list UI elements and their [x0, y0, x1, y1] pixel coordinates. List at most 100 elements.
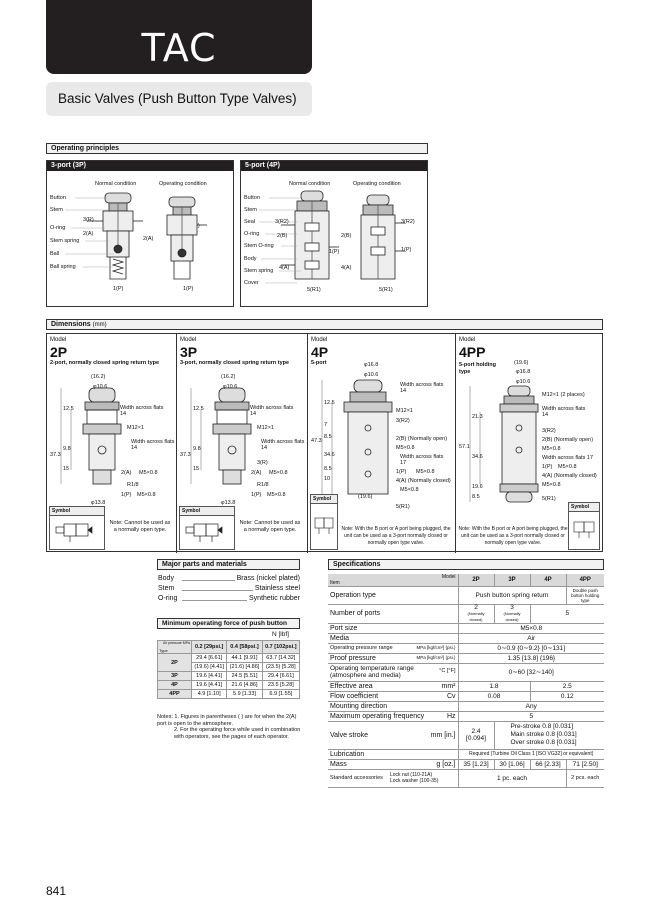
- spec-value: Required (Turbine Oil Class 1 [ISO VG32]…: [457, 749, 604, 760]
- force-header: Minimum operating force of push button: [157, 618, 300, 629]
- port3-label: Ball spring: [50, 264, 76, 270]
- dim-label: 3(R): [257, 460, 268, 466]
- dim-label: Width across flats 17: [400, 454, 444, 466]
- spec-model: 2P: [457, 574, 494, 587]
- dim-label: 9.8: [193, 446, 201, 452]
- dim-label: 3(R2): [396, 418, 410, 424]
- spec-value: 0∼0.9 {0∼9.2} [0∼131]: [457, 643, 604, 654]
- dim-label: (19.6): [358, 494, 373, 500]
- valve-symbol-icon: [185, 523, 223, 542]
- symbol-box-4p: Symbol: [310, 494, 338, 550]
- port3-panel: 3-port (3P) Normal condition Operating c…: [46, 160, 234, 307]
- dim-panel-4pp: Model 4PP 5-port holding type (19.6) φ16…: [456, 334, 602, 553]
- force-value: (23.5) [5.28]: [261, 662, 301, 672]
- force-value: (19.6) [4.41]: [190, 662, 228, 672]
- spec-label: Media: [328, 633, 458, 644]
- dim-drawing-3p: [190, 387, 252, 485]
- dim-label: 37.3: [50, 452, 61, 458]
- page-title: TAC: [141, 26, 217, 70]
- dim-label: φ10.6: [223, 384, 238, 390]
- dim-label: 2(A): [251, 470, 262, 476]
- part-material: Stainless steel: [254, 585, 300, 592]
- valve-symbol-icon: [573, 521, 595, 538]
- spec-label: Standard accessoriesLock nut (110-21A)Lo…: [328, 769, 458, 788]
- dim-label: 10: [324, 476, 331, 482]
- port3-port: 2(A): [143, 236, 154, 242]
- page-subtitle: Basic Valves (Push Button Type Valves): [58, 91, 297, 106]
- model-name: 4PP: [459, 344, 486, 360]
- port3-label: O-ring: [50, 225, 66, 231]
- force-value: 19.6 [4.41]: [190, 671, 228, 681]
- force-pressure: 0.4 [58psi.]: [226, 640, 263, 654]
- dim-label: 34.6: [324, 452, 335, 458]
- spec-value: 2(Normally closed): [457, 604, 494, 624]
- port5-label: Cover: [244, 280, 259, 286]
- force-unit: N [lbf]: [272, 631, 289, 638]
- port3-label: Ball: [50, 251, 60, 257]
- force-notes: Notes: 1. Figures in parentheses ( ) are…: [157, 714, 307, 740]
- spec-value: 5: [457, 711, 604, 722]
- force-type: 4P: [157, 680, 192, 690]
- port5-label: Stem O-ring: [244, 243, 274, 249]
- spec-value: Pre-stroke 0.8 [0.031]Main stroke 0.8 [0…: [493, 721, 604, 750]
- force-value: 63.7 [14.32]: [261, 653, 301, 663]
- dim-label: M5×0.8: [542, 482, 561, 488]
- dim-note: Note: With the B port or A port being pl…: [341, 526, 451, 546]
- port5-port: 4(A): [341, 265, 352, 271]
- dim-drawing-2p: [60, 387, 122, 485]
- valve-symbol-icon: [314, 517, 334, 534]
- symbol-label: Symbol: [569, 503, 599, 512]
- dim-label: Width across flats 14: [542, 406, 586, 418]
- dim-label: 15: [63, 466, 70, 472]
- dim-drawing-4pp: [469, 385, 539, 503]
- spec-value: 30 [1.06]: [493, 759, 530, 770]
- dim-label: φ10.6: [364, 372, 379, 378]
- spec-value: 2.5: [529, 681, 604, 692]
- dim-label: 15: [193, 466, 200, 472]
- force-type: 2P: [157, 653, 192, 672]
- symbol-label: Symbol: [50, 507, 104, 516]
- model-name: 3P: [180, 344, 198, 360]
- dim-label: Width across flats 14: [400, 382, 444, 394]
- port5-label: Body: [244, 256, 257, 262]
- model-desc: 3-port, normally closed spring return ty…: [180, 360, 290, 366]
- spec-value: Push button spring return: [457, 586, 566, 605]
- dim-label: Width across flats 14: [250, 405, 294, 417]
- port3-port: 3(R): [83, 217, 94, 223]
- spec-value: 0.08: [457, 691, 530, 702]
- symbol-label: Symbol: [180, 507, 234, 516]
- dim-label: Width across flats 14: [261, 439, 305, 451]
- part-name: Body: [158, 575, 174, 582]
- port5-port: 2(B): [277, 233, 288, 239]
- port3-port: 1(P): [183, 286, 194, 292]
- dim-label: φ13.8: [221, 500, 236, 506]
- dim-label: φ10.6: [93, 384, 108, 390]
- port3-label: Stem: [50, 207, 63, 213]
- spec-value: 1.35 [13.8] {196}: [457, 653, 604, 664]
- dim-label: 8.5: [324, 434, 332, 440]
- symbol-box-2p: Symbol: [49, 506, 105, 550]
- spec-value: M5×0.8: [457, 623, 604, 634]
- symbol-label: Symbol: [311, 495, 337, 504]
- dim-label: M5×0.8: [396, 445, 415, 451]
- port5-title: 5-port (4P): [241, 161, 427, 171]
- dim-note: Note: With the B port or A port being pl…: [458, 526, 568, 546]
- dim-label: 19.6: [472, 484, 483, 490]
- model-desc: 5-port: [311, 360, 327, 366]
- dim-label: 1(P): [251, 492, 262, 498]
- dim-label: 5(R1): [542, 496, 556, 502]
- dim-label: M12×1: [127, 425, 144, 431]
- model-name: 4P: [311, 344, 329, 360]
- dim-label: 12.5: [324, 400, 335, 406]
- title-tab: TAC: [46, 0, 312, 74]
- port3-label: Stem spring: [50, 238, 80, 244]
- spec-value: Any: [457, 701, 604, 712]
- dim-panel-4p: Model 4P 5-port φ16.8 φ10.6 Width across…: [308, 334, 456, 553]
